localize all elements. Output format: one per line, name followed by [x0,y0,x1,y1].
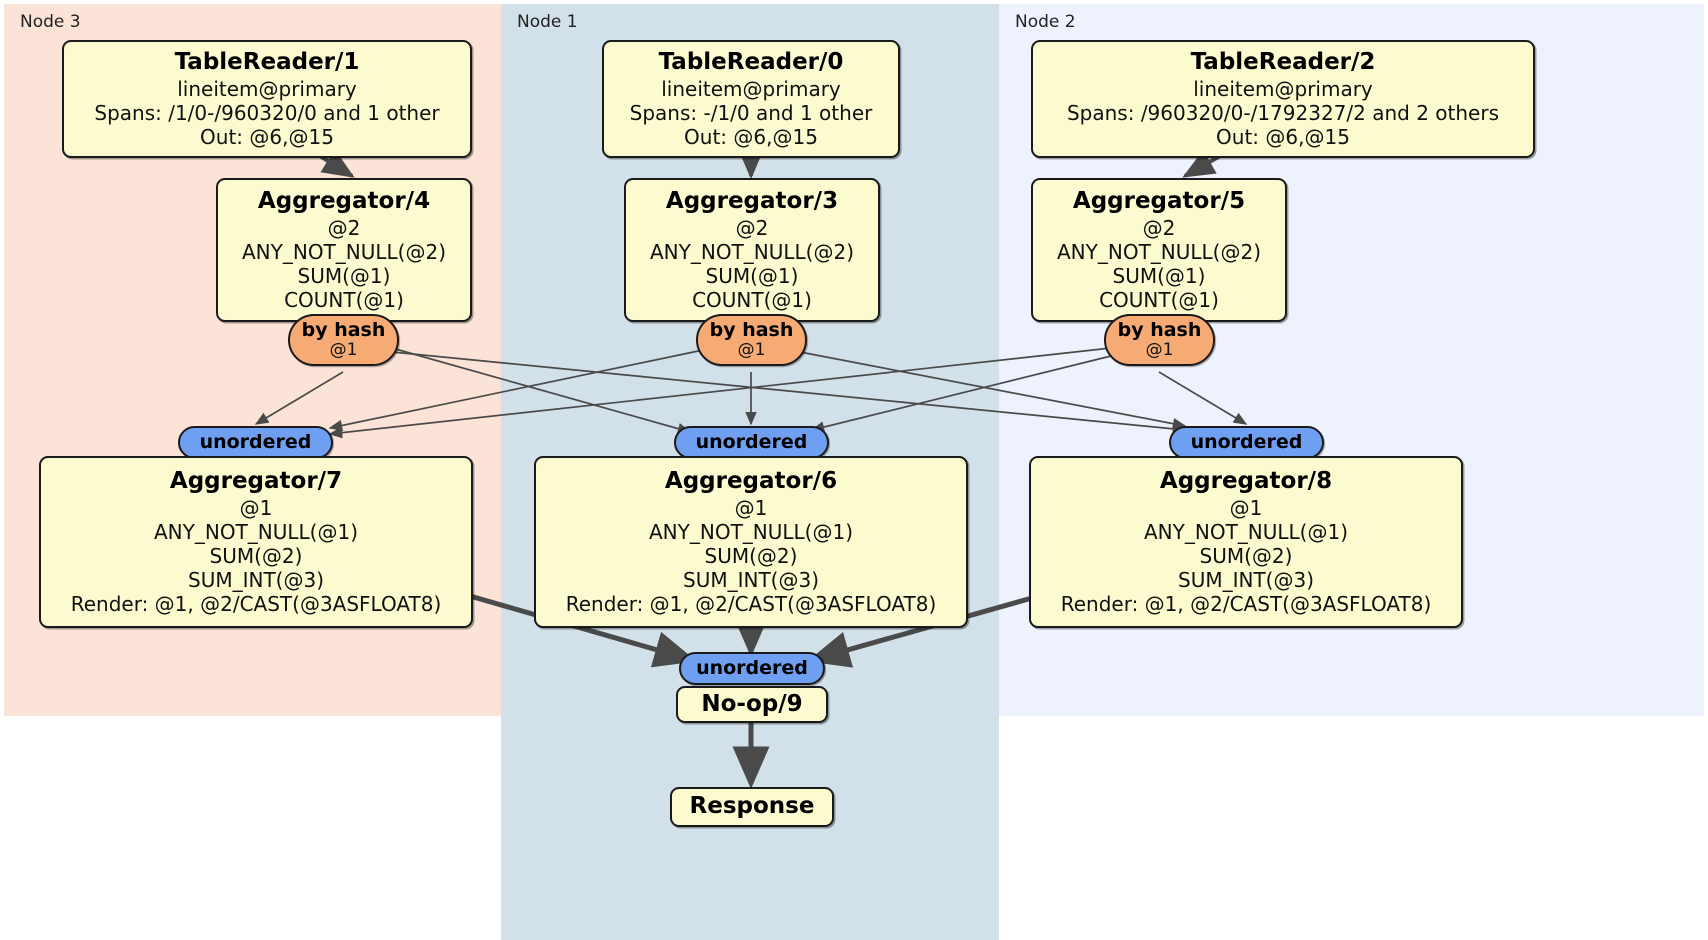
processor-aggregator-7[interactable]: Aggregator/7 @1 ANY_NOT_NULL(@1) SUM(@2)… [39,456,473,628]
processor-aggregator-4[interactable]: Aggregator/4 @2 ANY_NOT_NULL(@2) SUM(@1)… [216,178,472,322]
processor-title: Aggregator/4 [257,188,431,215]
processor-line: ANY_NOT_NULL(@2) [650,239,854,264]
processor-line: @1 [1229,495,1263,520]
processor-line: COUNT(@1) [692,287,812,312]
processor-title: No-op/9 [701,690,803,717]
router-label: by hash [1117,319,1202,342]
processor-title: TableReader/1 [174,49,360,76]
processor-line: SUM(@2) [1199,543,1293,568]
processor-line: COUNT(@1) [284,287,404,312]
synchronizer-unordered-left[interactable]: unordered [178,426,333,459]
processor-line: @1 [734,495,768,520]
processor-line: COUNT(@1) [1099,287,1219,312]
processor-tablereader-1[interactable]: TableReader/1 lineitem@primary Spans: /1… [62,40,472,158]
processor-aggregator-5[interactable]: Aggregator/5 @2 ANY_NOT_NULL(@2) SUM(@1)… [1031,178,1287,322]
processor-title: Aggregator/3 [665,188,839,215]
processor-line: @2 [1142,215,1176,240]
processor-line: Spans: /1/0-/960320/0 and 1 other [94,100,440,125]
processor-line: SUM(@2) [209,543,303,568]
processor-line: Render: @1, @2/CAST(@3ASFLOAT8) [1060,591,1432,616]
processor-title: TableReader/0 [658,49,844,76]
processor-line: SUM(@1) [705,263,799,288]
node-label-node1: Node 1 [517,12,578,32]
processor-line: SUM_INT(@3) [188,567,324,592]
processor-line: SUM(@1) [1112,263,1206,288]
processor-title: Aggregator/7 [169,468,343,495]
processor-line: SUM_INT(@3) [683,567,819,592]
synchronizer-unordered-middle[interactable]: unordered [674,426,829,459]
node-label-node3: Node 3 [20,12,81,32]
synchronizer-label: unordered [696,657,808,680]
processor-title: Response [689,793,815,820]
processor-aggregator-8[interactable]: Aggregator/8 @1 ANY_NOT_NULL(@1) SUM(@2)… [1029,456,1463,628]
node-label-node2: Node 2 [1015,12,1076,32]
processor-title: TableReader/2 [1190,49,1376,76]
synchronizer-unordered-right[interactable]: unordered [1169,426,1324,459]
synchronizer-label: unordered [199,431,312,454]
router-sublabel: @1 [329,340,358,361]
processor-line: ANY_NOT_NULL(@1) [649,519,853,544]
processor-line: @1 [239,495,273,520]
synchronizer-label: unordered [1190,431,1303,454]
processor-line: Render: @1, @2/CAST(@3ASFLOAT8) [70,591,442,616]
router-by-hash-right[interactable]: by hash @1 [1104,314,1215,366]
processor-line: @2 [735,215,769,240]
processor-line: Out: @6,@15 [1216,124,1350,149]
processor-aggregator-3[interactable]: Aggregator/3 @2 ANY_NOT_NULL(@2) SUM(@1)… [624,178,880,322]
processor-tablereader-0[interactable]: TableReader/0 lineitem@primary Spans: -/… [602,40,900,158]
processor-line: ANY_NOT_NULL(@2) [242,239,446,264]
processor-line: ANY_NOT_NULL(@2) [1057,239,1261,264]
processor-line: Spans: -/1/0 and 1 other [629,100,873,125]
processor-title: Aggregator/8 [1159,468,1333,495]
processor-line: Render: @1, @2/CAST(@3ASFLOAT8) [565,591,937,616]
synchronizer-label: unordered [695,431,808,454]
processor-line: SUM_INT(@3) [1178,567,1314,592]
router-sublabel: @1 [737,340,766,361]
synchronizer-unordered-final[interactable]: unordered [679,652,825,685]
router-by-hash-left[interactable]: by hash @1 [288,314,399,366]
processor-line: @2 [327,215,361,240]
processor-line: SUM(@1) [297,263,391,288]
processor-line: lineitem@primary [177,76,357,101]
processor-title: Aggregator/5 [1072,188,1246,215]
processor-line: Out: @6,@15 [200,124,334,149]
router-sublabel: @1 [1145,340,1174,361]
processor-line: lineitem@primary [1193,76,1373,101]
router-label: by hash [301,319,386,342]
processor-line: Out: @6,@15 [684,124,818,149]
processor-title: Aggregator/6 [664,468,838,495]
processor-line: ANY_NOT_NULL(@1) [1144,519,1348,544]
router-by-hash-middle[interactable]: by hash @1 [696,314,807,366]
processor-response[interactable]: Response [670,787,834,827]
processor-line: ANY_NOT_NULL(@1) [154,519,358,544]
processor-tablereader-2[interactable]: TableReader/2 lineitem@primary Spans: /9… [1031,40,1535,158]
processor-line: lineitem@primary [661,76,841,101]
processor-line: SUM(@2) [704,543,798,568]
processor-line: Spans: /960320/0-/1792327/2 and 2 others [1066,100,1499,125]
processor-noop-9[interactable]: No-op/9 [676,686,828,723]
router-label: by hash [709,319,794,342]
processor-aggregator-6[interactable]: Aggregator/6 @1 ANY_NOT_NULL(@1) SUM(@2)… [534,456,968,628]
